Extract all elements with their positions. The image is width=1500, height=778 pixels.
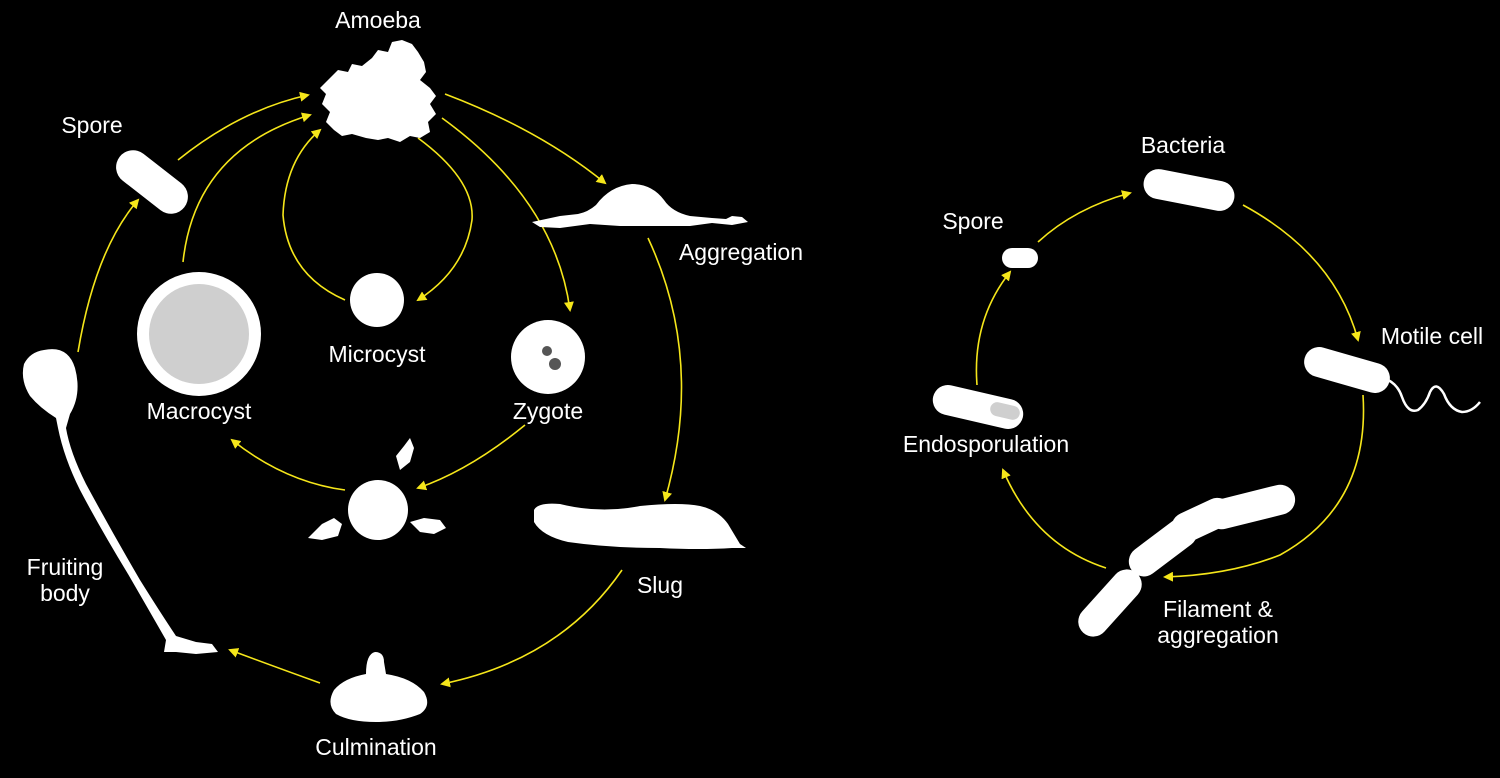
label-zygote: Zygote	[513, 398, 583, 424]
arrow-aggregation-to-slug	[647, 237, 683, 502]
label-macrocyst: Macrocyst	[147, 398, 252, 424]
filament-segment-1	[1078, 569, 1142, 637]
fruiting-body-shape	[22, 349, 218, 654]
slug-shape	[534, 503, 746, 549]
aggregation-shape	[532, 184, 748, 228]
arrow-macrocyst-to-amoeba	[182, 112, 312, 263]
label-fruiting-body-line1: Fruiting	[27, 554, 104, 580]
giant-cell-shape	[348, 480, 408, 540]
label-spore-dicty: Spore	[61, 112, 122, 138]
culmination-shape	[330, 652, 428, 722]
fragment-right	[410, 518, 446, 534]
bacteria-cycle: Bacteria Spore Motile cell Endosporulati…	[903, 132, 1483, 648]
label-culmination: Culmination	[315, 734, 436, 760]
label-filament-line2: aggregation	[1157, 622, 1279, 648]
spore-shape	[116, 150, 188, 214]
label-spore-bacteria: Spore	[942, 208, 1003, 234]
arrow-slug-to-culmination	[440, 569, 623, 688]
arrow-amoeba-to-zygote	[441, 117, 574, 312]
fragment-left	[308, 518, 342, 540]
fragment-top	[396, 438, 414, 470]
bacteria-spore-shape	[1002, 248, 1038, 268]
arrow-fruiting-to-spore	[77, 198, 140, 353]
zygote-nucleus-2	[549, 358, 561, 370]
arrow-filament-to-endosporulation	[1001, 468, 1107, 569]
label-aggregation: Aggregation	[679, 239, 803, 265]
microcyst-shape	[350, 273, 404, 327]
arrow-amoeba-to-microcyst	[416, 137, 473, 302]
label-endosporulation: Endosporulation	[903, 431, 1069, 457]
label-bacteria: Bacteria	[1141, 132, 1226, 158]
label-filament-line1: Filament &	[1163, 596, 1273, 622]
label-fruiting-body-line2: body	[40, 580, 90, 606]
arrow-microcyst-to-amoeba	[282, 128, 346, 301]
dicty-cycle: Amoeba Spore Aggregation Microcyst Macro…	[22, 7, 803, 760]
filament-segment-4	[1206, 484, 1296, 530]
label-motile-cell: Motile cell	[1381, 323, 1483, 349]
arrow-zygote-to-center	[416, 424, 526, 491]
amoeba-shape	[320, 40, 436, 142]
arrow-bacteria-to-motile	[1242, 204, 1361, 342]
endospore-shape	[990, 402, 1020, 420]
arrow-motile-to-filament	[1163, 394, 1365, 582]
arrow-endosporulation-to-spore	[975, 270, 1012, 386]
endosporulation-shape	[932, 385, 1024, 429]
arrow-center-to-macrocyst	[230, 438, 346, 491]
arrow-amoeba-to-aggregation	[444, 93, 607, 185]
label-slug: Slug	[637, 572, 683, 598]
arrow-spore-to-amoeba	[177, 91, 310, 161]
bacteria-shape	[1143, 169, 1235, 211]
label-microcyst: Microcyst	[328, 341, 426, 367]
macrocyst-interior	[149, 284, 249, 384]
arrow-culmination-to-fruiting	[228, 648, 321, 684]
motile-cell-shape	[1304, 347, 1390, 393]
zygote-shape	[511, 320, 585, 394]
zygote-nucleus-1	[542, 346, 552, 356]
arrow-spore-to-bacteria	[1037, 190, 1132, 243]
flagellum	[1387, 378, 1481, 414]
label-amoeba: Amoeba	[335, 7, 421, 33]
